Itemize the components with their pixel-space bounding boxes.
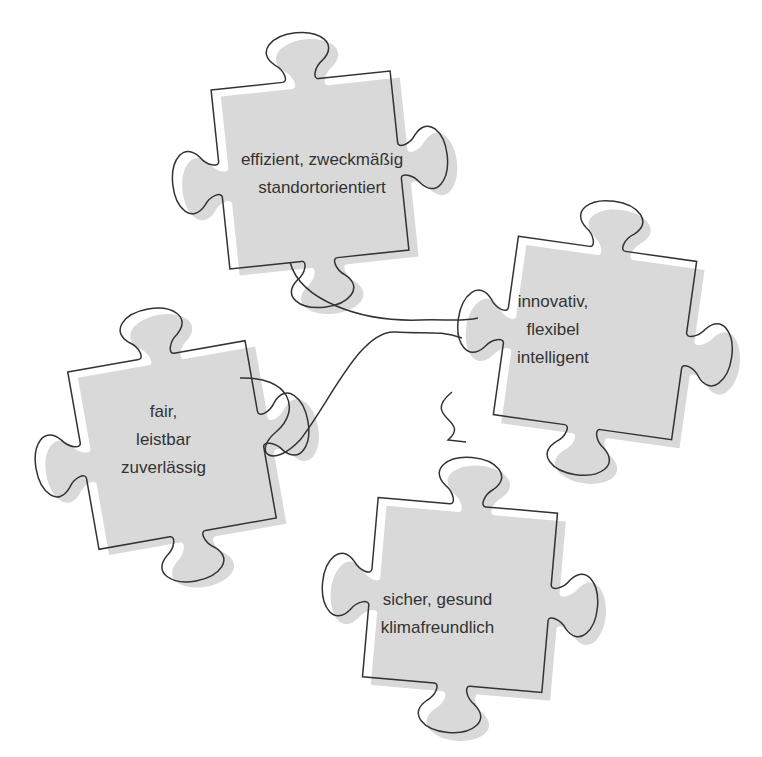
piece-label: innovativ, flexibel intelligent xyxy=(517,288,589,372)
puzzle-outline xyxy=(445,188,745,488)
wavy-line xyxy=(290,262,478,320)
piece-outline xyxy=(310,445,609,744)
puzzle-piece: fair, leistbar zuverlässig xyxy=(22,295,322,595)
piece-label: effizient, zweckmäßig standortorientiert xyxy=(227,146,417,202)
piece-fill xyxy=(447,191,759,503)
piece-outline xyxy=(158,18,461,321)
piece-outline xyxy=(439,182,751,494)
wavy-line xyxy=(240,332,462,456)
piece-label: fair, leistbar zuverlässig xyxy=(121,398,206,482)
piece-outline xyxy=(12,285,332,605)
puzzle-outline xyxy=(160,20,460,320)
piece-fill xyxy=(22,291,342,611)
puzzle-piece: innovativ, flexibel intelligent xyxy=(445,188,745,488)
puzzle-piece: sicher, gesund klimafreundlich xyxy=(310,445,610,745)
piece-fill xyxy=(319,454,618,753)
piece-fill xyxy=(168,25,471,328)
piece-label: sicher, gesund klimafreundlich xyxy=(370,586,505,642)
puzzle-piece: effizient, zweckmäßig standortorientiert xyxy=(160,20,460,320)
wavy-line xyxy=(441,392,466,442)
